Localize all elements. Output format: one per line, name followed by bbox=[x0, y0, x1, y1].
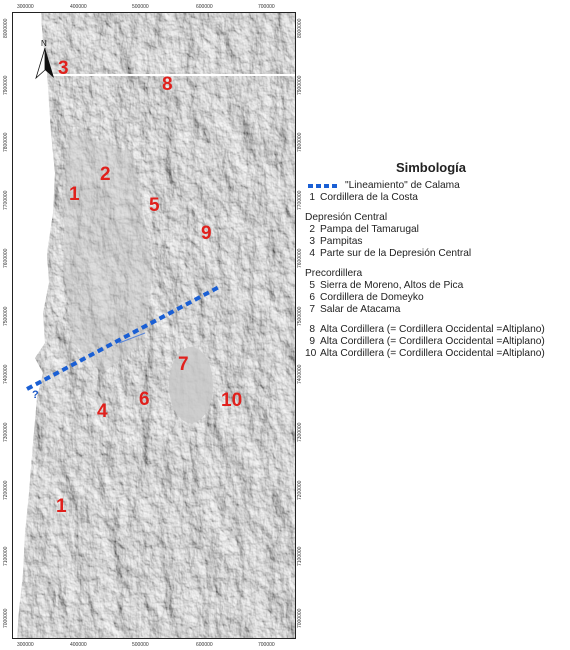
tick-right: 7500000 bbox=[297, 306, 303, 326]
tick-right: 7800000 bbox=[297, 132, 303, 152]
legend-title: Simbología bbox=[395, 160, 467, 175]
legend-number: 9 bbox=[309, 336, 315, 347]
relief-map-canvas bbox=[13, 13, 295, 638]
tick-bottom: 300000 bbox=[17, 642, 34, 648]
land bbox=[17, 13, 295, 638]
region-label-3: 3 bbox=[58, 58, 69, 79]
legend-item-label: Parte sur de la Depresión Central bbox=[320, 248, 472, 259]
tick-top: 600000 bbox=[196, 4, 213, 10]
legend-item-label: Sierra de Moreno, Altos de Pica bbox=[320, 280, 464, 291]
tick-left: 7200000 bbox=[3, 480, 9, 500]
tick-bottom: 600000 bbox=[196, 642, 213, 648]
tick-right: 7900000 bbox=[297, 75, 303, 95]
region-label-7: 7 bbox=[178, 354, 189, 375]
legend-number: 2 bbox=[309, 224, 315, 235]
legend-item: 2 Pampa del Tamarugal bbox=[305, 224, 567, 236]
legend-coast-row: 1 Cordillera de la Costa bbox=[305, 192, 567, 204]
tick-right: 8000000 bbox=[297, 18, 303, 38]
legend-item: 5 Sierra de Moreno, Altos de Pica bbox=[305, 280, 567, 292]
tick-left: 7800000 bbox=[3, 132, 9, 152]
tick-top: 500000 bbox=[132, 4, 149, 10]
tick-top: 700000 bbox=[258, 4, 275, 10]
tick-top: 400000 bbox=[70, 4, 87, 10]
legend-item-label: Cordillera de Domeyko bbox=[320, 292, 424, 303]
legend-item-label: Pampitas bbox=[320, 236, 363, 247]
north-arrow: N bbox=[34, 39, 56, 81]
region-label-2: 2 bbox=[100, 164, 111, 185]
region-label-8: 8 bbox=[162, 74, 173, 95]
legend-lineament-row: "Lineamiento" de Calama bbox=[305, 180, 567, 192]
legend-item: 9 Alta Cordillera (= Cordillera Occident… bbox=[305, 336, 567, 348]
tick-left: 8000000 bbox=[3, 18, 9, 38]
tick-bottom: 500000 bbox=[132, 642, 149, 648]
tick-left: 7900000 bbox=[3, 75, 9, 95]
tick-left: 7300000 bbox=[3, 422, 9, 442]
tick-left: 7400000 bbox=[3, 364, 9, 384]
legend-number: 5 bbox=[309, 280, 315, 291]
tick-right: 7100000 bbox=[297, 546, 303, 566]
tick-bottom: 700000 bbox=[258, 642, 275, 648]
legend-number: 10 bbox=[305, 348, 317, 359]
legend-item-label: Alta Cordillera (= Cordillera Occidental… bbox=[320, 324, 545, 335]
north-label: N bbox=[41, 39, 47, 48]
unknown-mark: ? bbox=[32, 389, 39, 401]
tick-top: 300000 bbox=[17, 4, 34, 10]
tick-left: 7000000 bbox=[3, 608, 9, 628]
lineament-arrow bbox=[118, 332, 146, 344]
legend-item: 4 Parte sur de la Depresión Central bbox=[305, 248, 567, 260]
legend-number: 8 bbox=[309, 324, 315, 335]
north-arrow-icon bbox=[35, 48, 54, 80]
region-label-6: 6 bbox=[139, 389, 150, 410]
tick-right: 7700000 bbox=[297, 190, 303, 210]
legend-number: 1 bbox=[309, 192, 315, 203]
legend-group-heading: Precordillera bbox=[305, 268, 363, 279]
legend: Simbología "Lineamiento" de Calama 1 Cor… bbox=[305, 161, 567, 360]
tick-right: 7600000 bbox=[297, 248, 303, 268]
region-label-9: 9 bbox=[201, 223, 212, 244]
legend-item-label: Alta Cordillera (= Cordillera Occidental… bbox=[320, 348, 545, 359]
legend-lineament-label: "Lineamiento" de Calama bbox=[345, 180, 460, 191]
legend-group-heading: Depresión Central bbox=[305, 212, 388, 223]
legend-group-precordillera: Precordillera 5 Sierra de Moreno, Altos … bbox=[305, 268, 567, 316]
tick-left: 7600000 bbox=[3, 248, 9, 268]
legend-group-depresion: Depresión Central 2 Pampa del Tamarugal … bbox=[305, 212, 567, 260]
dashed-line-icon bbox=[308, 184, 338, 188]
legend-number: 6 bbox=[309, 292, 315, 303]
legend-group-alta-cordillera: 8 Alta Cordillera (= Cordillera Occident… bbox=[305, 324, 567, 360]
tick-bottom: 400000 bbox=[70, 642, 87, 648]
calama-lineament bbox=[26, 285, 220, 391]
region-label-4: 4 bbox=[97, 401, 108, 422]
tick-left: 7700000 bbox=[3, 190, 9, 210]
tick-right: 7300000 bbox=[297, 422, 303, 442]
legend-item-label: Salar de Atacama bbox=[320, 304, 401, 315]
salar-flat bbox=[169, 347, 213, 423]
legend-number: 3 bbox=[309, 236, 315, 247]
legend-item: 8 Alta Cordillera (= Cordillera Occident… bbox=[305, 324, 567, 336]
legend-number: 7 bbox=[309, 304, 315, 315]
tick-left: 7100000 bbox=[3, 546, 9, 566]
region-label-5: 5 bbox=[149, 195, 160, 216]
legend-item-label: Alta Cordillera (= Cordillera Occidental… bbox=[320, 336, 545, 347]
tick-right: 7400000 bbox=[297, 364, 303, 384]
legend-item: 10 Alta Cordillera (= Cordillera Occiden… bbox=[305, 348, 567, 360]
relief-map[interactable]: N ? 3 8 2 1 5 9 7 4 6 10 1 bbox=[12, 12, 296, 639]
legend-number: 4 bbox=[309, 248, 315, 259]
legend-item: 7 Salar de Atacama bbox=[305, 304, 567, 316]
region-label-10: 10 bbox=[221, 390, 243, 411]
region-label-1-north: 1 bbox=[69, 184, 80, 205]
legend-coast-label: Cordillera de la Costa bbox=[320, 192, 418, 203]
legend-item: 3 Pampitas bbox=[305, 236, 567, 248]
tick-right: 7000000 bbox=[297, 608, 303, 628]
tick-right: 7200000 bbox=[297, 480, 303, 500]
region-label-1-south: 1 bbox=[56, 496, 67, 517]
legend-item: 6 Cordillera de Domeyko bbox=[305, 292, 567, 304]
tick-left: 7500000 bbox=[3, 306, 9, 326]
legend-item-label: Pampa del Tamarugal bbox=[320, 224, 419, 235]
